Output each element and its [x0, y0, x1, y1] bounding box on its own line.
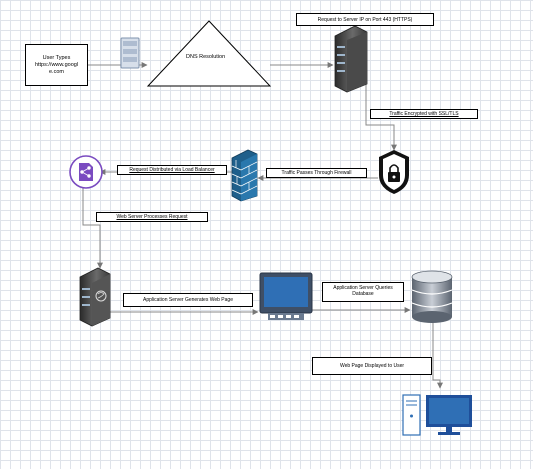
user-box-line3: e.com [49, 68, 64, 75]
label-firewall: Traffic Passes Through Firewall [266, 168, 367, 178]
dns-resolution-label: DNS Resolution [186, 54, 226, 60]
label-db-query: Application Server Queries Database [322, 282, 404, 302]
label-web-server: Web Server Processes Request [96, 212, 208, 222]
database-icon [411, 270, 453, 323]
connector-lb-to-webserver [82, 188, 103, 269]
ssl-lock-shield-icon [379, 150, 409, 194]
label-db-query-line1: Application Server Queries [333, 285, 393, 291]
https-server-icon [334, 25, 368, 93]
web-server-icon [79, 267, 111, 327]
label-load-balancer: Request Distributed via Load Balancer [117, 165, 227, 175]
label-tls: Traffic Encrypted with SSL/TLS [370, 109, 478, 119]
user-types-url-box: User Types https://www.googl e.com [25, 44, 88, 86]
connector-server-to-tls [365, 80, 397, 151]
label-displayed: Web Page Displayed to User [312, 357, 432, 375]
dns-resolution-shape [146, 20, 272, 87]
dns-server-icon [120, 37, 140, 69]
user-box-line1: User Types [42, 54, 71, 61]
client-pc-icon [402, 394, 472, 436]
load-balancer-icon [69, 155, 103, 189]
label-db-query-line2: Database [352, 291, 374, 297]
firewall-icon [231, 149, 258, 202]
label-request-port: Request to Server IP on Port 443 (HTTPS) [296, 13, 434, 26]
web-page-monitor-icon [259, 272, 313, 320]
label-app-server: Application Server Generates Web Page [123, 293, 253, 307]
connector-db-to-pc [432, 322, 443, 389]
user-box-line2: https://www.googl [34, 61, 79, 68]
